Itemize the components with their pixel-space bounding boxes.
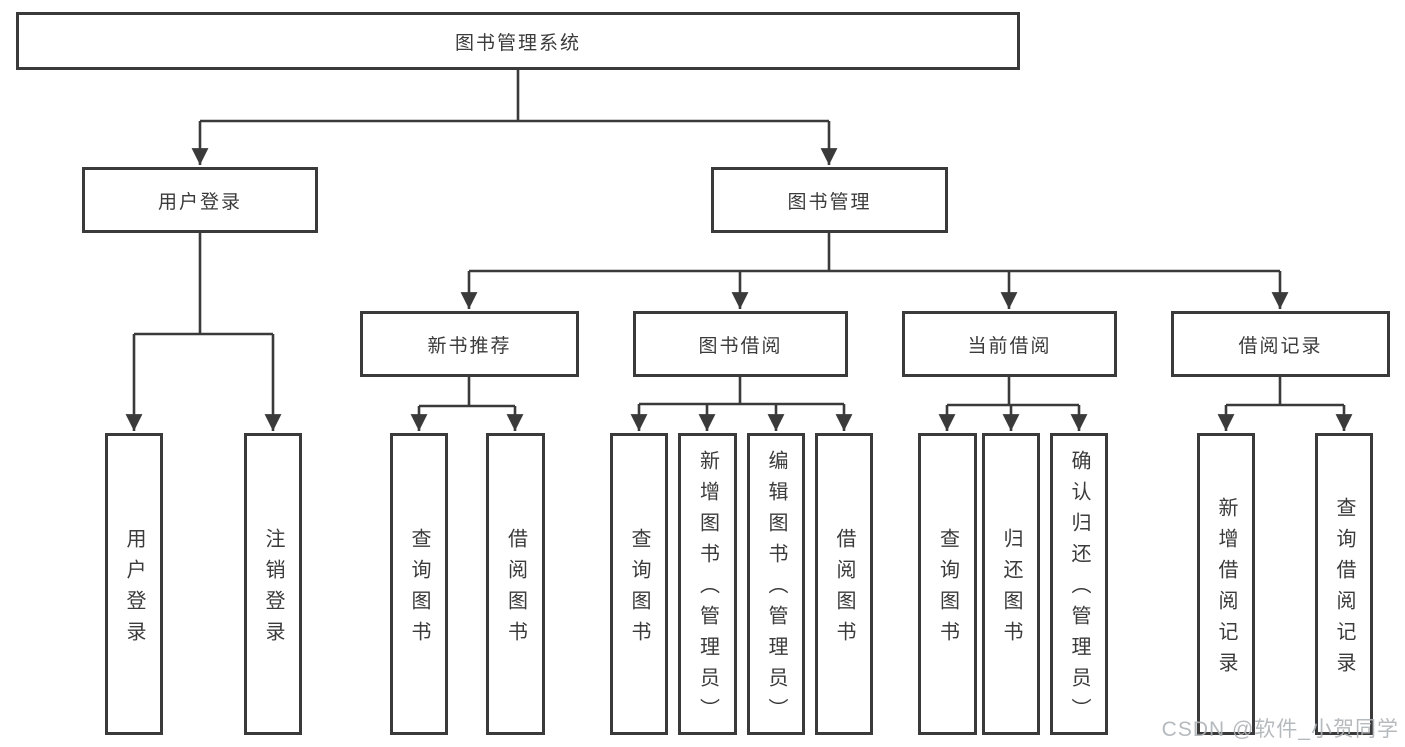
node-label: 用户登录 (157, 191, 242, 213)
node-label: 编辑图书（管理员） (765, 450, 787, 729)
node-library-management-system: 图书管理系统 (16, 12, 1020, 70)
leaf-add-borrow-record: 新增借阅记录 (1197, 433, 1255, 735)
node-label: 借阅图书 (833, 527, 855, 652)
connector-book-borrowing-to-leaves (630, 377, 853, 431)
leaf-add-book-admin: 新增图书（管理员） (678, 433, 737, 735)
node-label: 图书管理 (787, 191, 872, 213)
connector-new-book-to-leaves (410, 377, 524, 431)
leaf-query-books-recommend: 查询图书 (390, 433, 448, 735)
node-label: 查询图书 (408, 527, 430, 652)
node-label: 用户登录 (123, 527, 145, 652)
leaf-query-borrow-record: 查询借阅记录 (1315, 433, 1373, 735)
node-label: 新增图书（管理员） (696, 450, 719, 729)
node-new-book-recommendation: 新书推荐 (360, 311, 579, 377)
connector-user-login-to-leaves (125, 233, 282, 431)
node-label: 当前借阅 (967, 335, 1052, 357)
connector-current-borrowing-to-leaves (938, 377, 1088, 431)
leaf-borrow-books-borrowing: 借阅图书 (815, 433, 873, 735)
connector-book-management-to-level3 (460, 233, 1289, 309)
leaf-user-login: 用户登录 (105, 433, 163, 735)
node-book-borrowing: 图书借阅 (633, 311, 848, 377)
node-label: 新书推荐 (427, 335, 512, 357)
leaf-edit-book-admin: 编辑图书（管理员） (747, 433, 805, 735)
node-label: 新增借阅记录 (1215, 496, 1237, 683)
node-label: 查询图书 (628, 527, 650, 652)
node-label: 借阅图书 (504, 527, 527, 652)
node-label: 查询借阅记录 (1333, 496, 1355, 683)
node-label: 图书借阅 (698, 335, 783, 357)
node-label: 归还图书 (1000, 527, 1022, 652)
node-label: 查询图书 (936, 527, 959, 652)
leaf-borrow-books-recommend: 借阅图书 (486, 433, 545, 735)
node-label: 确认归还（管理员） (1068, 450, 1090, 729)
leaf-query-books-current: 查询图书 (918, 433, 977, 735)
leaf-logout-login: 注销登录 (244, 433, 302, 735)
leaf-query-books-borrowing: 查询图书 (610, 433, 668, 735)
node-label: 借阅记录 (1238, 335, 1323, 357)
node-current-borrowing: 当前借阅 (902, 311, 1117, 377)
connector-root-to-level2 (191, 70, 838, 165)
leaf-return-books: 归还图书 (982, 433, 1040, 735)
connector-borrowing-records-to-leaves (1217, 377, 1353, 431)
node-borrowing-records: 借阅记录 (1171, 311, 1390, 377)
leaf-confirm-return-admin: 确认归还（管理员） (1050, 433, 1108, 735)
node-book-management: 图书管理 (711, 167, 948, 233)
node-label: 注销登录 (262, 527, 284, 652)
csdn-watermark: CSDN @软件_小贺同学 (1161, 718, 1399, 741)
node-label: 图书管理系统 (454, 32, 581, 54)
node-user-login: 用户登录 (82, 167, 318, 233)
